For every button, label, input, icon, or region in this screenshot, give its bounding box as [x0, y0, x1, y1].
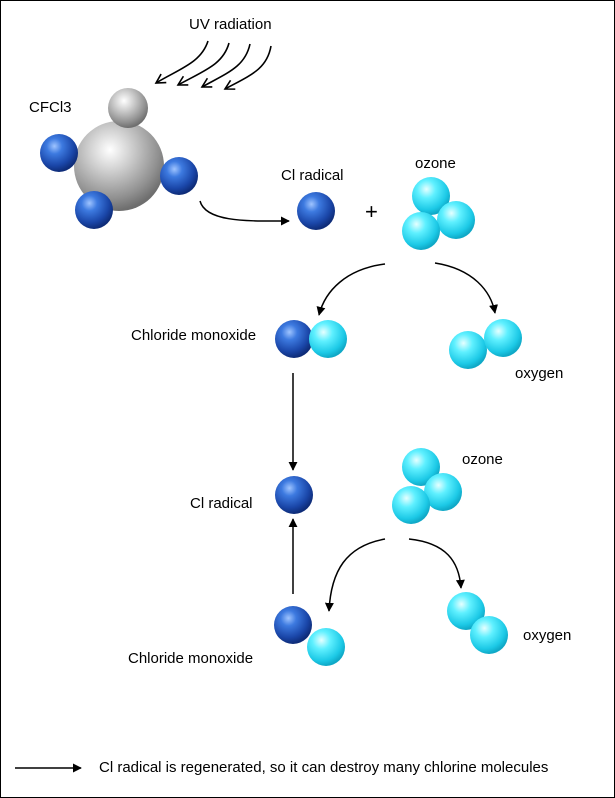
oxygen-atom [470, 616, 508, 654]
cl-radical-atom-mid [275, 476, 313, 514]
oxygen-molecule-1 [449, 319, 522, 369]
chlorine-atom [75, 191, 113, 229]
oxygen-molecule-2 [447, 592, 508, 654]
carbon-atom [74, 121, 164, 211]
chlorine-atom [40, 134, 78, 172]
ozone-molecule-top [402, 177, 475, 250]
oxygen-atom [402, 212, 440, 250]
oxygen-atom [447, 592, 485, 630]
chloride-monoxide-label-1: Chloride monoxide [131, 327, 257, 344]
reaction-arrow-right-2 [408, 538, 465, 589]
release-arrow [199, 200, 290, 226]
cl-radical-label-mid: Cl radical [190, 495, 253, 512]
reaction-arrow-left-2 [324, 538, 386, 612]
oxygen-atom [449, 331, 487, 369]
cfcl3-label: CFCl3 [29, 99, 72, 116]
uv-arrow [223, 45, 272, 90]
plus-sign: + [365, 199, 378, 224]
uv-radiation-arrows [154, 40, 272, 90]
oxygen-atom [309, 320, 347, 358]
oxygen-atom [437, 201, 475, 239]
oxygen-atom [392, 486, 430, 524]
uv-arrow [154, 40, 209, 84]
chlorine-atom [274, 606, 312, 644]
uv-arrow [176, 42, 230, 86]
reaction-arrow-right [434, 262, 498, 314]
oxygen-atom [307, 628, 345, 666]
oxygen-atom [412, 177, 450, 215]
oxygen-label-1: oxygen [515, 365, 564, 382]
cfcl3-molecule [40, 88, 198, 229]
chloride-monoxide-molecule-1 [275, 320, 347, 358]
fluorine-atom [108, 88, 148, 128]
ozone-label-mid: ozone [462, 451, 503, 468]
reaction-arrow-left [316, 263, 386, 316]
uv-radiation-label: UV radiation [189, 16, 272, 33]
ozone-label-top: ozone [415, 155, 456, 172]
legend-text: Cl radical is regenerated, so it can des… [99, 759, 549, 776]
ozone-molecule-mid [392, 448, 462, 524]
oxygen-atom [402, 448, 440, 486]
oxygen-atom [424, 473, 462, 511]
oxygen-label-2: oxygen [523, 627, 572, 644]
chloride-monoxide-label-2: Chloride monoxide [128, 650, 254, 667]
cl-radical-label-top: Cl radical [281, 167, 344, 184]
chloride-monoxide-molecule-2 [274, 606, 345, 666]
chlorine-atom [160, 157, 198, 195]
uv-arrow [200, 43, 251, 88]
cl-radical-atom-top [297, 192, 335, 230]
oxygen-atom [484, 319, 522, 357]
chlorine-atom [275, 320, 313, 358]
